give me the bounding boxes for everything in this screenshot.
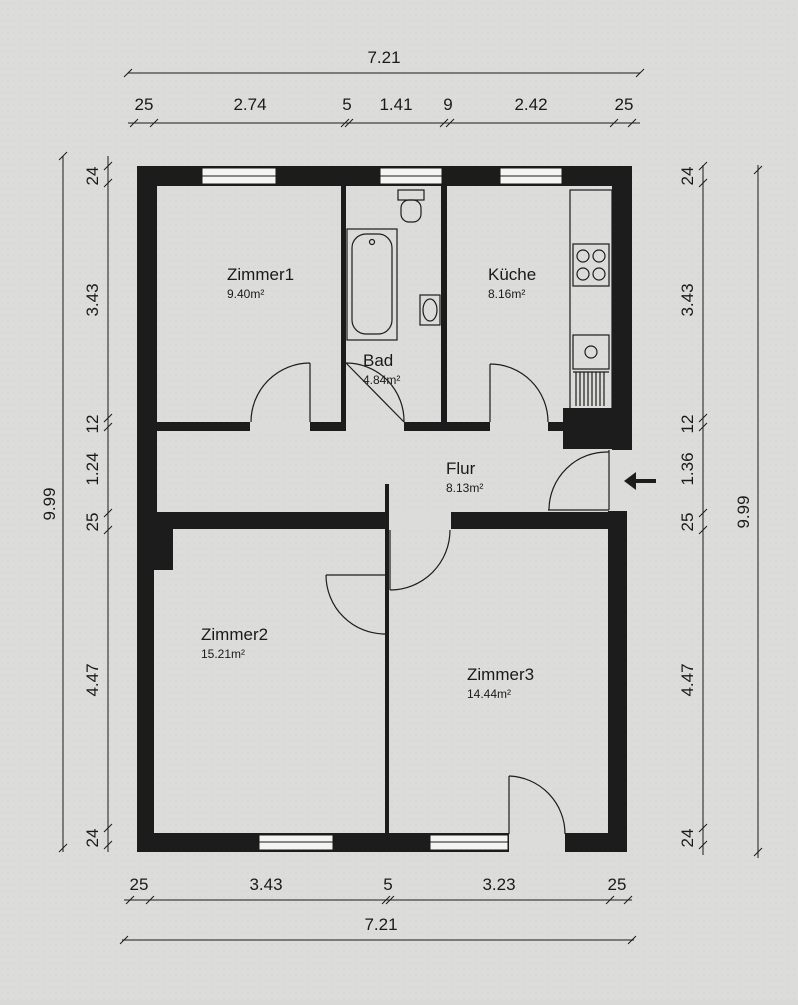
left-seg-2: 3.43: [83, 283, 102, 316]
wall-hallway-bottom-right: [451, 512, 627, 529]
wall-zimmer1-bad: [341, 184, 346, 424]
toilet-bowl: [400, 199, 422, 223]
top-seg-2: 2.74: [233, 95, 266, 114]
right-seg-1: 24: [678, 167, 697, 186]
left-seg-4: 1.24: [83, 452, 102, 485]
room-name-zimmer2: Zimmer2: [201, 625, 268, 644]
kitchen-fixtures: [569, 189, 613, 411]
right-total-label: 9.99: [734, 495, 753, 528]
room-area-kueche: 8.16m²: [488, 287, 525, 301]
outer-wall-right-lower: [608, 511, 627, 851]
room-area-bad: 4.84m²: [363, 373, 400, 387]
right-seg-5: 25: [678, 513, 697, 532]
door-leaf-bad: [345, 362, 405, 423]
right-seg-2: 3.43: [678, 283, 697, 316]
bathroom-sink: [419, 294, 441, 326]
top-total-label: 7.21: [367, 48, 400, 67]
room-area-flur: 8.13m²: [446, 481, 483, 495]
room-labels: Zimmer1 9.40m² Bad 4.84m² Küche 8.16m² F…: [201, 265, 536, 701]
dimension-lines: [58, 68, 763, 945]
room-name-kueche: Küche: [488, 265, 536, 284]
right-seg-6: 4.47: [678, 663, 697, 696]
wall-zimmer2-zimmer3: [385, 484, 389, 836]
opening-zimmer3-balcony: [509, 832, 565, 853]
right-seg-3: 12: [678, 415, 697, 434]
left-seg-7: 24: [83, 829, 102, 848]
bottom-seg-4: 3.23: [482, 875, 515, 894]
stove: [572, 243, 610, 287]
room-area-zimmer2: 15.21m²: [201, 647, 245, 661]
bottom-seg-5: 25: [608, 875, 627, 894]
opening-zimmer1: [250, 421, 310, 432]
outer-wall-right-upper: [612, 166, 632, 450]
right-seg-7: 24: [678, 829, 697, 848]
kitchen-counter: [569, 189, 613, 411]
room-name-bad: Bad: [363, 351, 393, 370]
opening-zimmer3: [390, 511, 450, 530]
left-seg-1: 24: [83, 167, 102, 186]
wall-corner-block: [563, 408, 629, 449]
top-seg-5: 9: [443, 95, 452, 114]
room-area-zimmer1: 9.40m²: [227, 287, 264, 301]
top-seg-1: 25: [135, 95, 154, 114]
right-seg-4: 1.36: [678, 452, 697, 485]
top-seg-3: 5: [342, 95, 351, 114]
bathtub: [346, 228, 398, 341]
outer-wall-left-upper: [137, 166, 157, 512]
room-name-zimmer1: Zimmer1: [227, 265, 294, 284]
bottom-total-label: 7.21: [364, 915, 397, 934]
left-seg-5: 25: [83, 513, 102, 532]
door-swings: [250, 362, 610, 835]
bottom-seg-2: 3.43: [249, 875, 282, 894]
top-seg-7: 25: [615, 95, 634, 114]
left-seg-6: 4.47: [83, 663, 102, 696]
left-seg-3: 12: [83, 415, 102, 434]
wall-hallway-bottom-left: [137, 512, 389, 529]
dimension-labels: 7.21 25 2.74 5 1.41 9 2.42 25 25 3.43 5 …: [40, 48, 753, 934]
windows: [201, 167, 563, 851]
wall-stub: [153, 528, 173, 570]
opening-bad: [346, 421, 404, 432]
left-total-label: 9.99: [40, 487, 59, 520]
room-area-zimmer3: 14.44m²: [467, 687, 511, 701]
wall-bad-kueche: [441, 184, 447, 424]
bottom-seg-3: 5: [383, 875, 392, 894]
bottom-seg-1: 25: [130, 875, 149, 894]
kitchen-sink: [572, 334, 610, 370]
opening-kueche: [490, 421, 548, 432]
bathroom-fixtures: [346, 189, 441, 341]
top-seg-6: 2.42: [514, 95, 547, 114]
room-name-flur: Flur: [446, 459, 476, 478]
room-name-zimmer3: Zimmer3: [467, 665, 534, 684]
entrance-arrow-icon: [624, 472, 656, 490]
outer-wall-left-lower: [137, 512, 154, 852]
door-openings: [250, 421, 628, 853]
opening-entrance: [608, 450, 628, 510]
top-seg-4: 1.41: [379, 95, 412, 114]
